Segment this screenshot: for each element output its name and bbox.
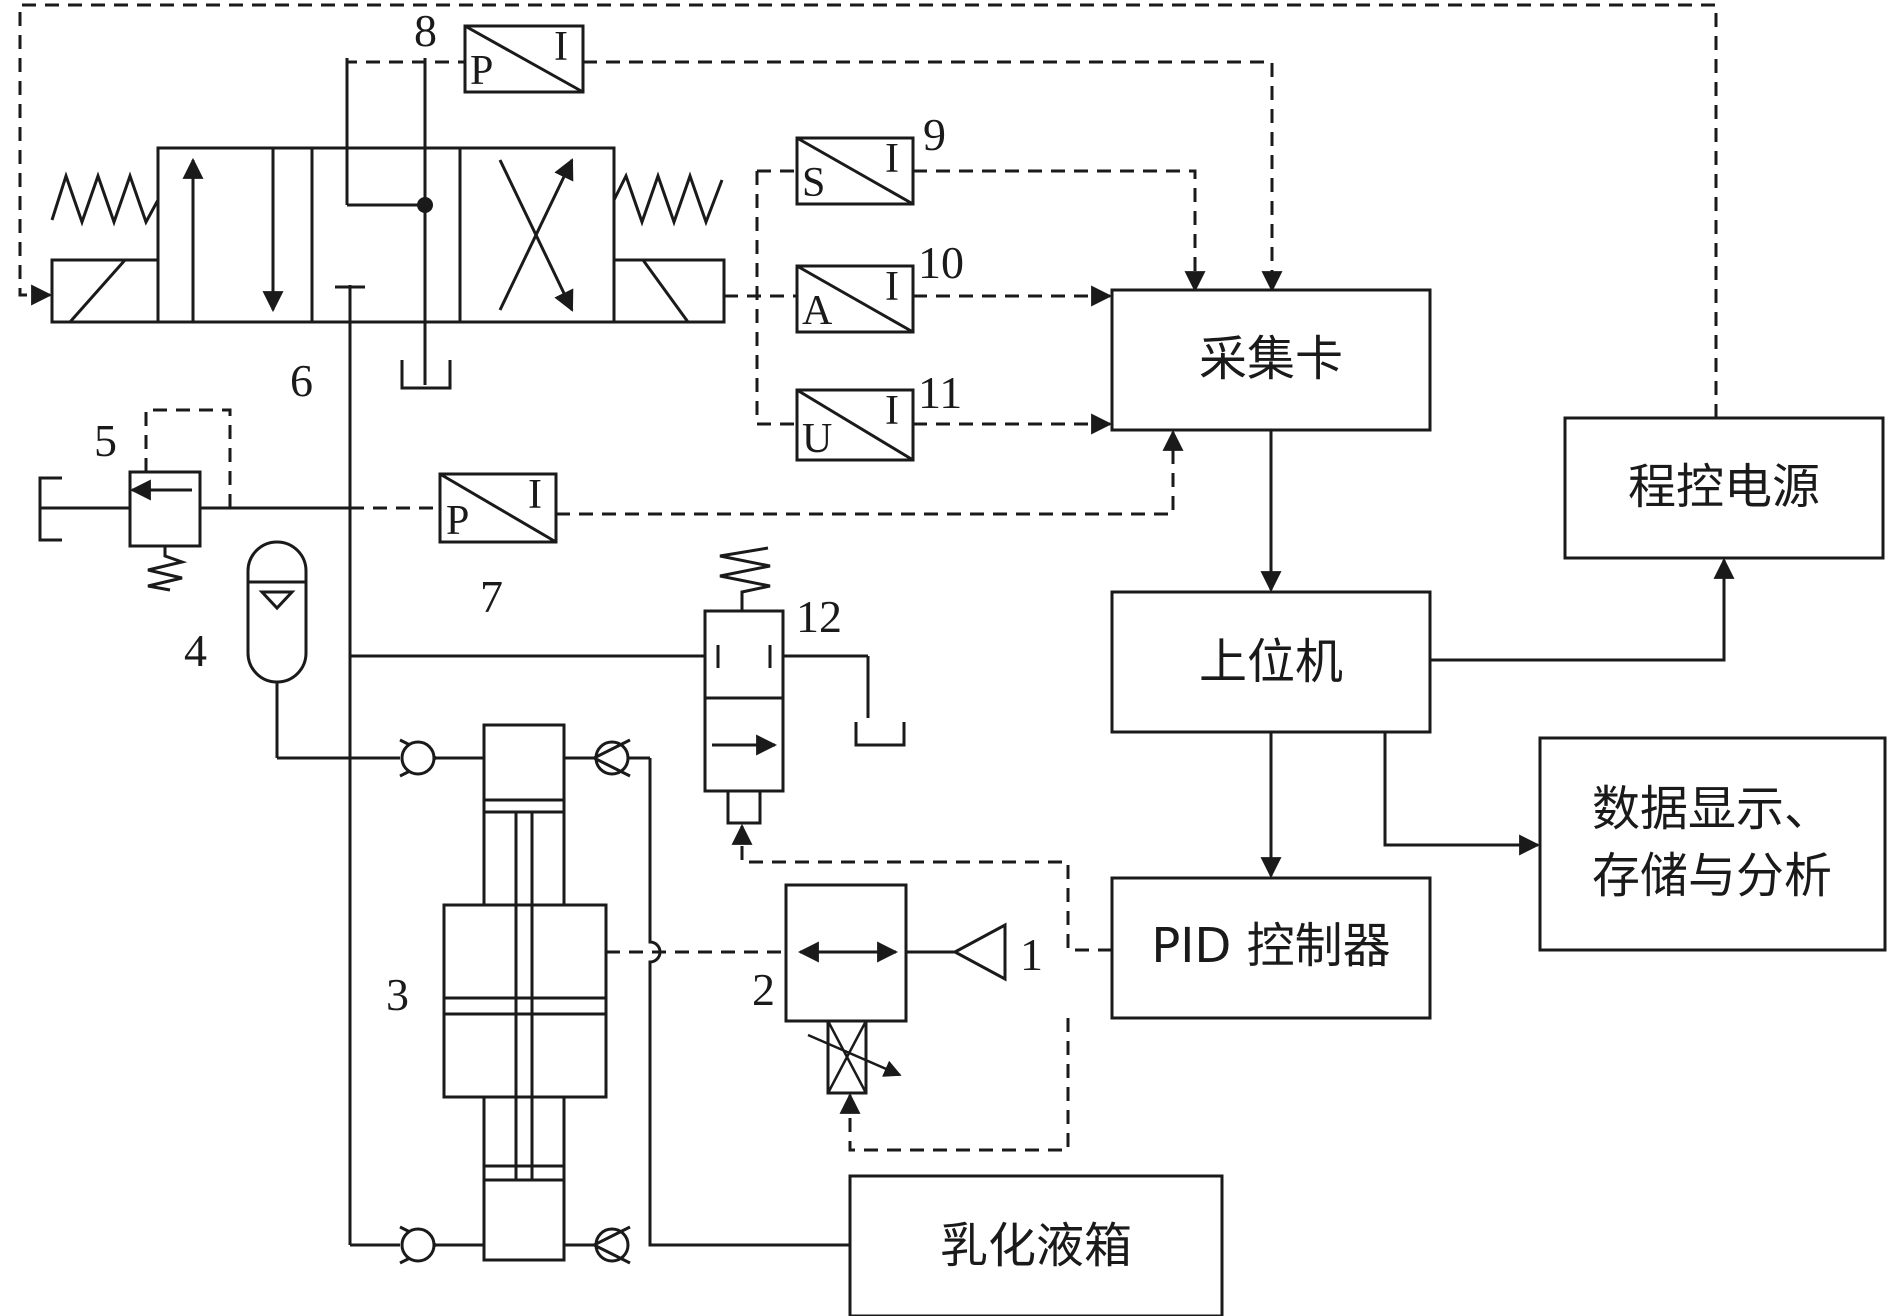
component-number-9: 9 <box>923 109 946 160</box>
check-valve-top-left <box>277 738 484 778</box>
pid-to-valve12-line <box>731 823 1112 952</box>
pi-transducer-7: P I <box>438 472 558 544</box>
component-number-8: 8 <box>414 5 437 56</box>
pi-top-output-label: I <box>554 24 568 70</box>
solenoid-signal-bus <box>724 169 797 426</box>
ai-transducer-10: A I <box>795 264 915 334</box>
host-pc-block: 上位机 <box>1110 590 1432 734</box>
pid-to-servo-line <box>839 1018 1070 1152</box>
si-transducer-9: S I <box>795 136 915 206</box>
component-number-2: 2 <box>752 964 775 1015</box>
component-number-7: 7 <box>480 571 503 622</box>
host-to-power-arrow <box>1430 557 1735 662</box>
ui-output-label: I <box>885 388 899 434</box>
component-number-4: 4 <box>184 625 207 676</box>
emulsion-tank-block: 乳化液箱 <box>848 1174 1224 1316</box>
pi8-to-daq-line <box>583 60 1283 293</box>
pi-transducer-8: P I <box>463 24 585 94</box>
pi-mid-output-label: I <box>528 472 542 518</box>
signal-source-1 <box>906 922 1007 982</box>
accumulator-4 <box>246 540 308 758</box>
pid-controller-block: PID 控制器 <box>1110 876 1432 1020</box>
pi-top-input-label: P <box>470 48 493 94</box>
ui-transducer-11: U I <box>795 388 915 462</box>
component-number-6: 6 <box>290 355 313 406</box>
pi-mid-input-label: P <box>446 498 469 544</box>
hydraulic-cylinder-3 <box>442 723 608 1262</box>
check-valve-bottom-left <box>350 1225 484 1265</box>
host-pc-label: 上位机 <box>1199 634 1343 690</box>
ai-output-label: I <box>885 264 899 310</box>
daq-card-block: 采集卡 <box>1110 288 1432 432</box>
check-valve-top-right <box>564 738 650 778</box>
pid-controller-label: PID 控制器 <box>1151 918 1390 974</box>
component-number-11: 11 <box>918 367 962 418</box>
si-input-label: S <box>802 160 825 206</box>
valve-to-pi8-line <box>345 58 465 64</box>
check-valve-bottom-right <box>564 1225 631 1265</box>
component-number-5: 5 <box>94 415 117 466</box>
component-number-1: 1 <box>1020 929 1043 980</box>
data-display-label-line2: 存储与分析 <box>1592 848 1832 904</box>
programmable-power-block: 程控电源 <box>1563 416 1885 560</box>
emulsion-tank-label: 乳化液箱 <box>940 1218 1132 1274</box>
directional-valve-6 <box>50 58 726 390</box>
si-output-label: I <box>885 136 899 182</box>
data-display-block: 数据显示、 存储与分析 <box>1538 736 1887 952</box>
relief-valve-5 <box>38 408 232 592</box>
ai-input-label: A <box>802 288 833 334</box>
ui-input-label: U <box>802 416 832 462</box>
data-display-label-line1: 数据显示、 <box>1592 781 1832 837</box>
daq-card-label: 采集卡 <box>1199 331 1343 387</box>
component-number-10: 10 <box>918 237 964 288</box>
component-number-12: 12 <box>796 591 842 642</box>
component-number-3: 3 <box>386 969 409 1020</box>
programmable-power-label: 程控电源 <box>1628 459 1820 515</box>
si-to-daq-line <box>913 169 1206 293</box>
pi7-to-daq-line <box>556 429 1184 516</box>
host-to-display-arrow <box>1383 732 1541 856</box>
valve-12 <box>703 546 906 825</box>
